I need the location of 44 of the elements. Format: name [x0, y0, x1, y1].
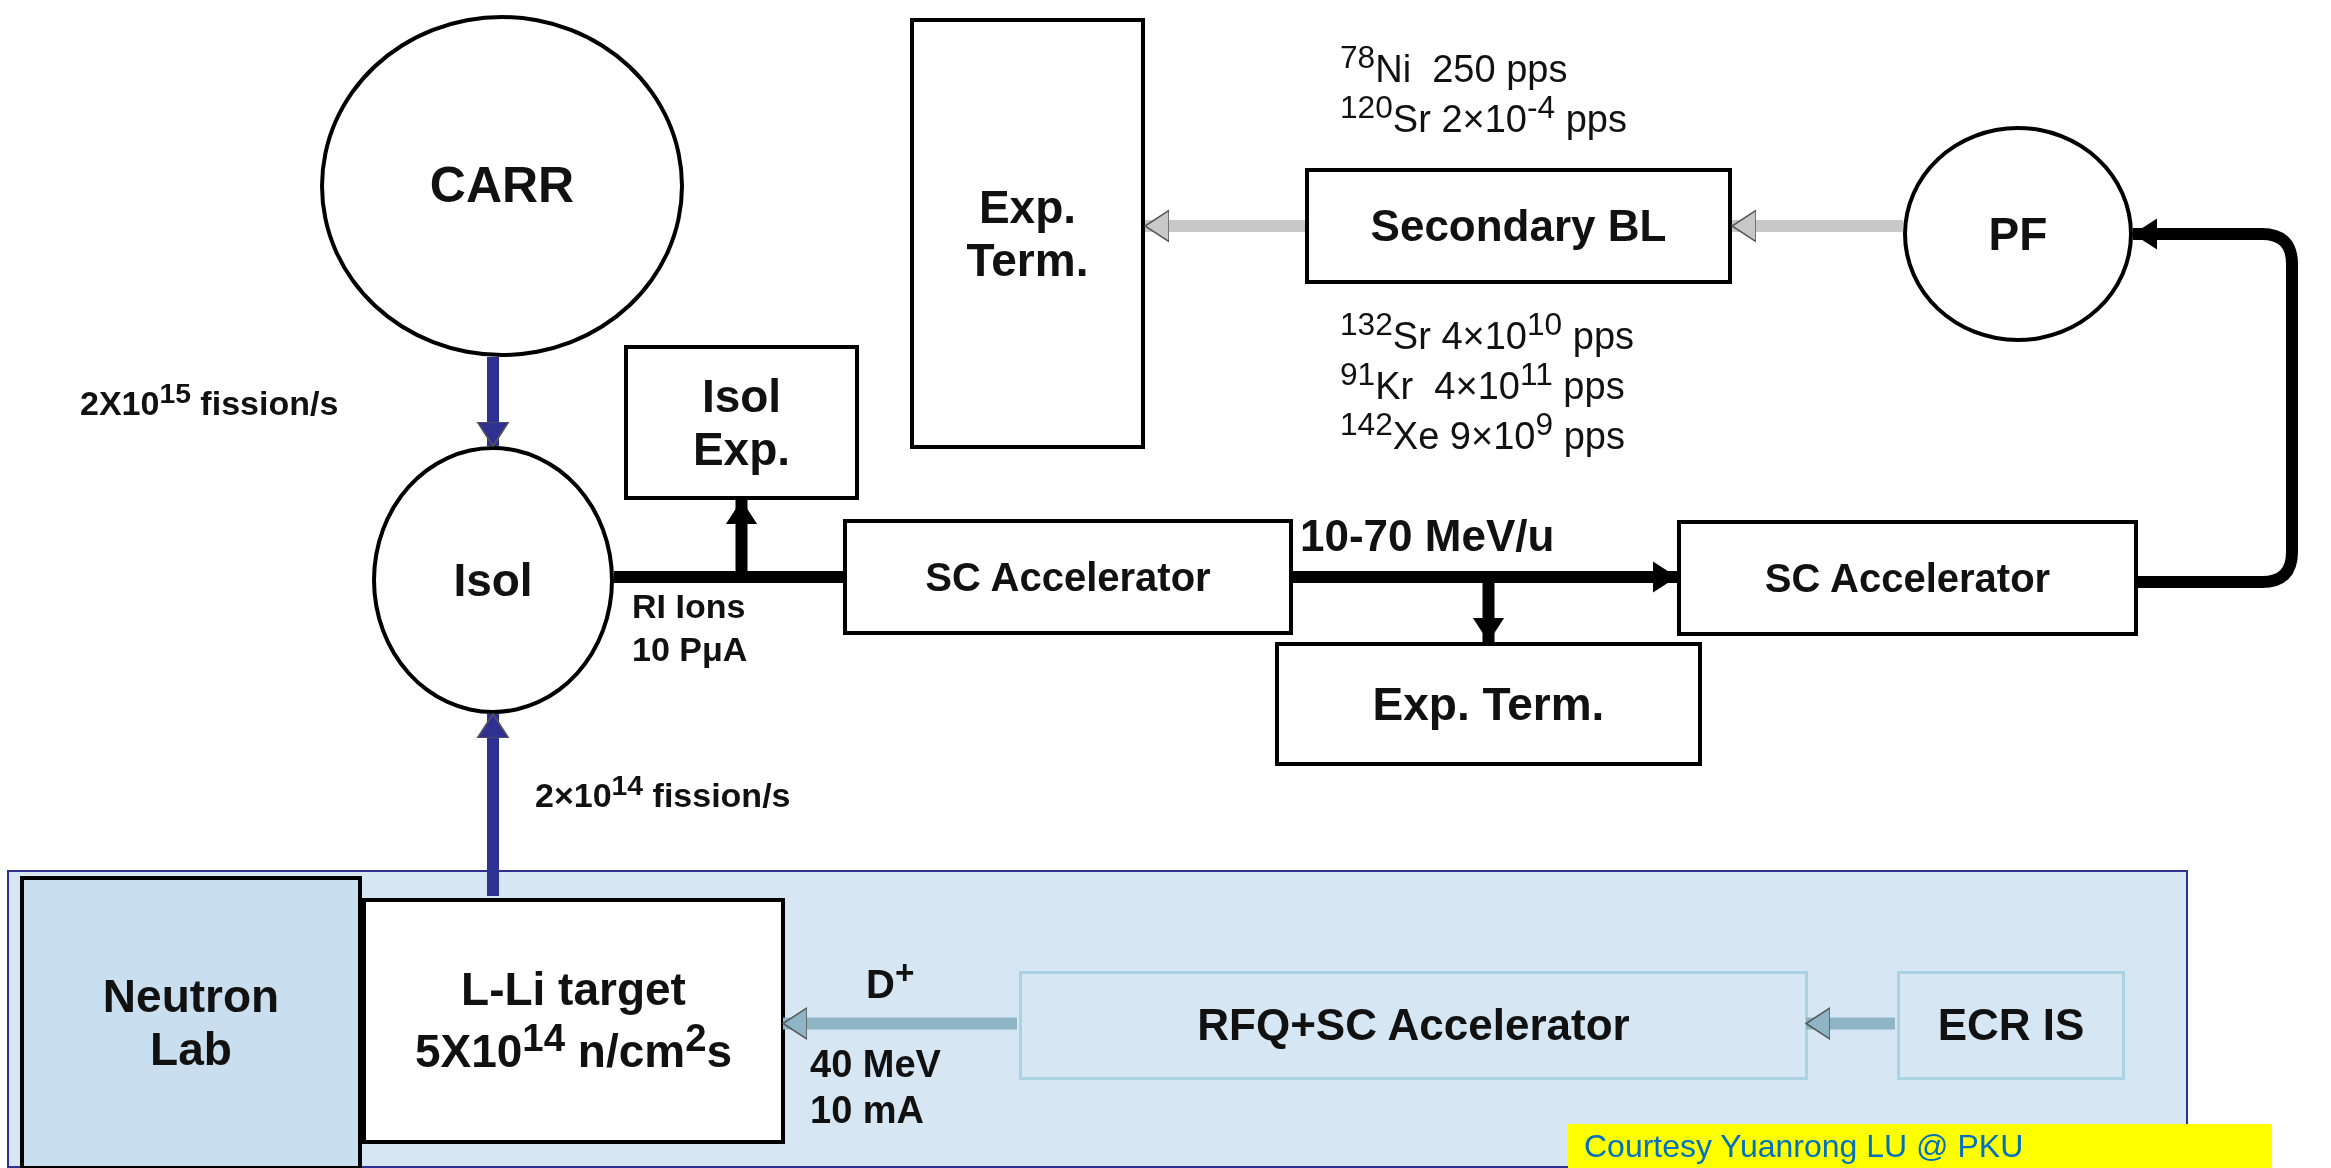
node-label: Isol Exp. [691, 369, 792, 476]
accelerator-box [1677, 520, 2138, 636]
beamline-box [1305, 168, 1732, 284]
node-label: Exp. Term. [1371, 677, 1606, 731]
experiment-box [624, 345, 859, 500]
facility-band [7, 870, 2188, 1168]
arrow [1731, 209, 1903, 243]
isotope-rate: $^{120}$Sr 2×10$^{-4}$ pps [1340, 89, 1627, 142]
terminal-box [1275, 642, 1702, 766]
node-label: ECR IS [1936, 1000, 2086, 1051]
beam-label: RI Ions 10 PμA [632, 586, 749, 670]
arrow [1144, 209, 1305, 243]
node-label: L-Li target [460, 963, 687, 1017]
arrow [782, 1007, 1017, 1040]
beam-parameters: 40 MeV 10 mA [810, 1042, 942, 1133]
energy-label: 10-70 MeV/u [1300, 510, 1555, 562]
rate-label: 2×10$^{14}$ fission/s [535, 768, 791, 817]
arrow [1805, 1007, 1895, 1040]
node-label: Secondary BL [1369, 200, 1668, 252]
isotope-rate: $^{78}$Ni 250 pps [1340, 38, 1568, 92]
arrow [476, 713, 510, 896]
node-label: Isol [452, 553, 534, 607]
ion-source-box [1897, 971, 2125, 1080]
arrow [2133, 218, 2298, 588]
terminal-box [910, 18, 1145, 449]
particle-label: D$^{+}$ [866, 953, 915, 1009]
node-label: Neutron Lab [101, 970, 281, 1076]
isotope-rate: $^{132}$Sr 4×10$^{10}$ pps [1340, 305, 1635, 359]
accelerator-box [1019, 971, 1808, 1080]
node-label: SC Accelerator [924, 554, 1212, 600]
isotope-rate: $^{91}$Kr 4×10$^{11}$ pps [1340, 356, 1625, 409]
target-box [362, 898, 785, 1144]
arrow [476, 357, 510, 447]
lab-box [20, 876, 362, 1168]
node-label: RFQ+SC Accelerator [1196, 1000, 1631, 1051]
node-label: PF [1987, 207, 2049, 261]
node-label: SC Accelerator [1763, 555, 2052, 601]
node-label: Exp. Term. [965, 180, 1090, 287]
isotope-rate: $^{142}$Xe 9×10$^{9}$ pps [1340, 406, 1625, 459]
rate-label: 2X10$^{15}$ fission/s [80, 376, 339, 425]
accelerator-box [843, 519, 1293, 635]
node-label: 5X10$^{14}$ n/cm$^{2}$s [413, 1016, 734, 1079]
node-label: CARR [428, 157, 576, 215]
credit-note: Courtesy Yuanrong LU @ PKU [1568, 1124, 2272, 1168]
